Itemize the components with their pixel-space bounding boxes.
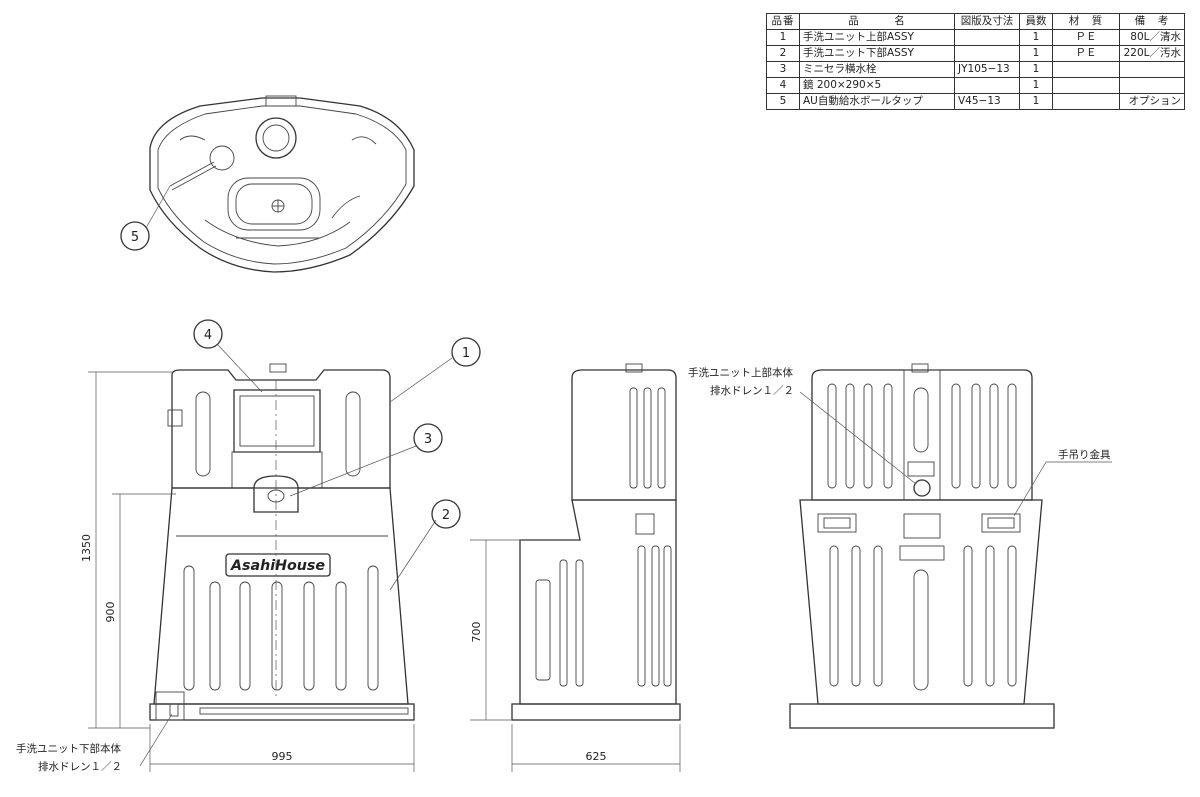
dim-height-total: 1350 (80, 534, 93, 562)
table-cell (954, 45, 1020, 62)
table-cell: 4 (766, 77, 800, 94)
table-cell: ＰＥ (1052, 45, 1120, 62)
table-cell: 手洗ユニット下部ASSY (799, 45, 955, 62)
table-cell: JY105−13 (954, 61, 1020, 78)
header-cell: 品 名 (799, 13, 955, 30)
balloon-5: 5 (131, 230, 139, 245)
table-row: 5 AU自動給水ボールタップ V45−13 1 オプション (766, 93, 1185, 110)
note-upper-drain-2: 排水ドレン１／２ (710, 384, 794, 397)
header-cell: 品番 (766, 13, 800, 30)
balloon-3: 3 (424, 432, 432, 447)
table-cell: 80L／清水 (1119, 29, 1185, 46)
table-cell: 手洗ユニット上部ASSY (799, 29, 955, 46)
note-lifting-hook: 手吊り金具 (1058, 448, 1111, 461)
table-cell (1052, 77, 1120, 94)
table-cell: 2 (766, 45, 800, 62)
table-cell: 1 (766, 29, 800, 46)
dim-depth-side: 625 (586, 750, 607, 763)
table-cell (1052, 93, 1120, 110)
dim-width-front: 995 (272, 750, 293, 763)
table-cell (954, 77, 1020, 94)
balloon-2: 2 (442, 508, 450, 523)
table-cell: V45−13 (954, 93, 1020, 110)
table-cell (1119, 61, 1185, 78)
note-upper-drain-1: 手洗ユニット上部本体 (688, 366, 793, 379)
header-cell: 図版及寸法 (954, 13, 1020, 30)
table-cell: ミニセラ横水栓 (799, 61, 955, 78)
rear-view (789, 363, 1112, 729)
table-cell: 220L／汚水 (1119, 45, 1185, 62)
table-cell: 鏡 200×290×5 (799, 77, 955, 94)
table-cell: 1 (1019, 29, 1053, 46)
parts-table: 品番 品 名 図版及寸法 員数 材 質 備 考 1 手洗ユニット上部ASSY 1… (766, 13, 1185, 110)
table-row: 1 手洗ユニット上部ASSY 1 ＰＥ 80L／清水 (766, 29, 1185, 46)
table-row: 2 手洗ユニット下部ASSY 1 ＰＥ 220L／汚水 (766, 45, 1185, 62)
dim-height-lower-side: 700 (470, 622, 483, 643)
plan-view (120, 95, 415, 273)
header-cell: 材 質 (1052, 13, 1120, 30)
table-cell (1052, 61, 1120, 78)
table-cell: 5 (766, 93, 800, 110)
balloon-4: 4 (204, 328, 212, 343)
header-cell: 備 考 (1119, 13, 1185, 30)
table-cell: AU自動給水ボールタップ (799, 93, 955, 110)
side-view (470, 363, 681, 772)
dim-height-lower-front: 900 (104, 602, 117, 623)
header-cell: 員数 (1019, 13, 1053, 30)
table-row: 4 鏡 200×290×5 1 (766, 77, 1185, 94)
note-lower-drain-2: 排水ドレン１／２ (38, 760, 122, 773)
table-cell: オプション (1119, 93, 1185, 110)
note-lower-drain-1: 手洗ユニット下部本体 (16, 742, 121, 755)
table-cell: 1 (1019, 77, 1053, 94)
table-cell: ＰＥ (1052, 29, 1120, 46)
parts-table-header: 品番 品 名 図版及寸法 員数 材 質 備 考 (766, 13, 1185, 30)
front-view (88, 319, 481, 772)
table-cell: 1 (1019, 45, 1053, 62)
table-row: 3 ミニセラ横水栓 JY105−13 1 (766, 61, 1185, 78)
balloon-1: 1 (462, 346, 470, 361)
table-cell (954, 29, 1020, 46)
brand-logo: AsahiHouse (230, 558, 325, 574)
table-cell: 1 (1019, 61, 1053, 78)
table-cell (1119, 77, 1185, 94)
table-cell: 3 (766, 61, 800, 78)
table-cell: 1 (1019, 93, 1053, 110)
